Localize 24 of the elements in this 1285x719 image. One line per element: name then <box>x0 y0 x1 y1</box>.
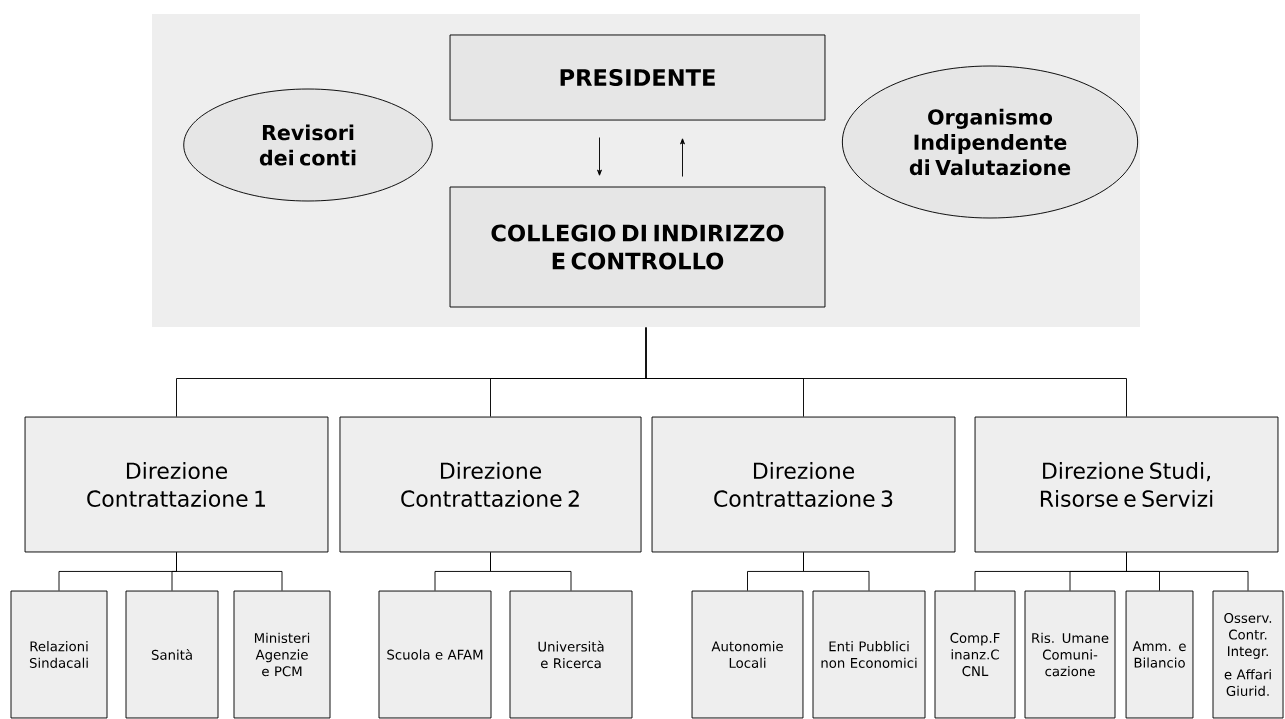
arrow <box>597 137 602 176</box>
org-box: Ris. Umane Comuni-cazione <box>1024 590 1116 719</box>
org-box: COLLEGIO DI INDIRIZZO E CONTROLLO <box>449 186 826 308</box>
org-box: Sanità <box>125 590 219 719</box>
org-box: Ministeri Agenzie e PCM <box>233 590 331 719</box>
org-box: Scuola e AFAM <box>378 590 492 719</box>
connector-line <box>1126 551 1249 592</box>
org-box: Comp.F inanz.C CNL <box>934 590 1016 719</box>
org-box: Enti Pubblici non Economici <box>812 590 926 719</box>
org-box: Università e Ricerca <box>509 590 633 719</box>
org-box: Direzione Studi, Risorse e Servizi <box>974 416 1279 553</box>
connector-line <box>645 327 1127 418</box>
org-box: Osserv. Contr. Integr. e Affari Giurid. <box>1212 590 1284 719</box>
connector-line <box>803 551 870 592</box>
org-box: Relazioni Sindacali <box>10 590 108 719</box>
arrow <box>680 138 685 177</box>
org-box: Autonomie Locali <box>691 590 804 719</box>
org-box: PRESIDENTE <box>449 34 826 121</box>
org-box: Direzione Contrattazione 3 <box>651 416 956 553</box>
connector-line <box>176 551 283 592</box>
org-box: Direzione Contrattazione 2 <box>339 416 642 553</box>
org-box: Direzione Contrattazione 1 <box>24 416 329 553</box>
org-box: Amm. e Bilancio <box>1125 590 1194 719</box>
connector-line <box>490 551 572 592</box>
